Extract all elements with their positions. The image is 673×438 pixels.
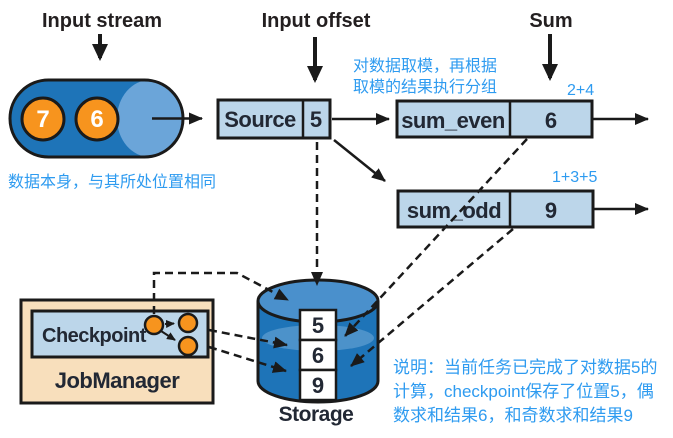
svg-text:计算，checkpoint保存了位置5，偶: 计算，checkpoint保存了位置5，偶 — [393, 382, 654, 401]
sum-odd-state-dash — [350, 228, 514, 367]
svg-text:取模的结果执行分组: 取模的结果执行分组 — [353, 78, 497, 96]
stream-record-6-value: 6 — [90, 106, 103, 133]
annotation-stream-note: 数据本身，与其所处位置相同 — [8, 173, 216, 191]
storage-cell-even: 6 — [298, 338, 338, 372]
checkpoint-even-dash — [208, 328, 288, 349]
input-offset-label: Input offset — [262, 10, 371, 32]
storage-label: Storage — [279, 403, 354, 426]
svg-text:说明：当前任务已完成了对数据5的: 说明：当前任务已完成了对数据5的 — [393, 358, 657, 377]
sum-label: Sum — [529, 10, 572, 32]
checkpoint-offset-dash — [152, 271, 289, 314]
annotation-mod-note: 对数据取模，再根据 取模的结果执行分组 — [353, 57, 497, 96]
checkpoint-record-odd-dot — [177, 335, 199, 357]
sum-odd-node: sum_odd 9 — [396, 189, 595, 229]
annotation-even-sum: 2+4 — [567, 82, 594, 99]
checkpoint-record-even-dot — [177, 312, 199, 334]
input-stream-label: Input stream — [42, 10, 162, 32]
svg-text:对数据取模，再根据: 对数据取模，再根据 — [353, 57, 497, 75]
stream-record-7: 7 — [20, 96, 66, 142]
checkpoint-dot-arrow-1 — [164, 319, 175, 328]
storage-cell-odd: 9 — [298, 368, 338, 402]
source-offset-value: 5 — [310, 107, 322, 132]
svg-text:6: 6 — [312, 343, 324, 368]
checkpoint-record-offset-dot — [143, 314, 165, 336]
svg-text:数求和结果6，和奇数求和结果9: 数求和结果6，和奇数求和结果9 — [393, 406, 633, 425]
stream-record-6: 6 — [74, 96, 120, 142]
sum-even-value: 6 — [545, 108, 557, 133]
sum-odd-value: 9 — [545, 198, 557, 223]
sum-even-state-dash — [344, 138, 528, 337]
jobmanager-box: JobManager Checkpoint — [19, 298, 215, 405]
storage-cell-offset: 5 — [298, 308, 338, 342]
stream-record-7-value: 7 — [36, 106, 49, 133]
sum-even-label: sum_even — [401, 108, 505, 133]
annotation-explain: 说明：当前任务已完成了对数据5的 计算，checkpoint保存了位置5，偶 数… — [393, 358, 657, 425]
jobmanager-label: JobManager — [55, 368, 181, 393]
svg-text:5: 5 — [312, 313, 324, 338]
checkpoint-odd-dash — [208, 345, 287, 373]
source-label: Source — [224, 107, 296, 132]
annotation-odd-sum: 1+3+5 — [552, 169, 597, 186]
checkpoint-label: Checkpoint — [42, 325, 147, 347]
source-node: Source 5 — [216, 98, 332, 140]
svg-text:9: 9 — [312, 373, 324, 398]
sum-even-node: sum_even 6 — [395, 99, 594, 139]
source-to-sumodd-arrow — [333, 139, 386, 182]
checkpoint-dot-arrow-2 — [160, 330, 176, 341]
